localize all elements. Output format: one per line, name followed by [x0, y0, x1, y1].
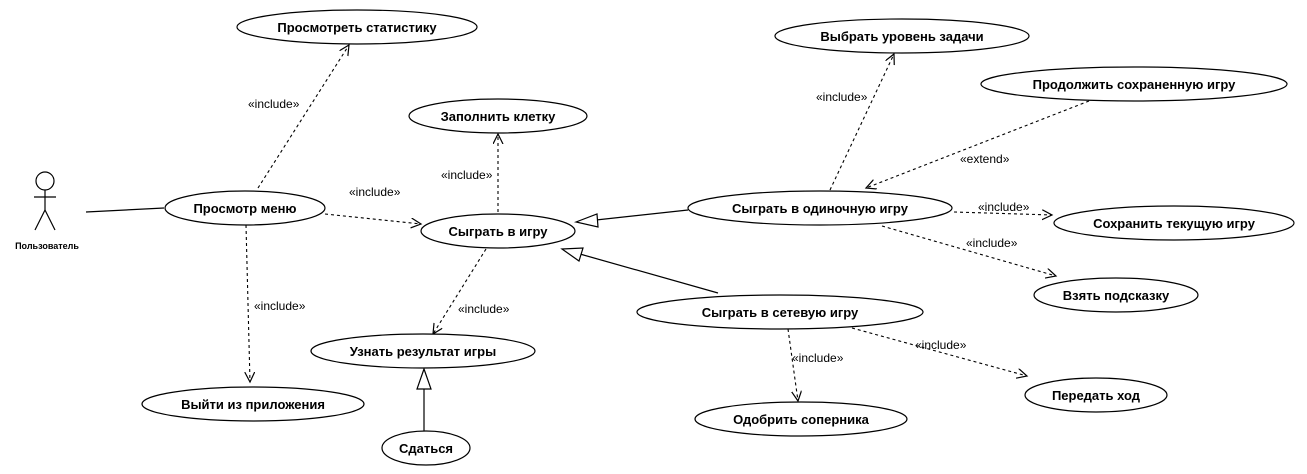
use-case-save[interactable]: Сохранить текущую игру: [1053, 205, 1295, 241]
include-single-level-line: [829, 54, 894, 191]
use-case-surrender-label: Сдаться: [399, 441, 453, 456]
use-case-fill-cell[interactable]: Заполнить клетку: [408, 98, 588, 134]
include-play-result-label: «include»: [458, 302, 510, 316]
include-menu-exit-label: «include»: [254, 299, 306, 313]
use-case-result[interactable]: Узнать результат игры: [310, 333, 536, 369]
actor-right-leg: [44, 209, 56, 231]
use-case-network[interactable]: Сыграть в сетевую игру: [636, 294, 924, 330]
include-network-approve-line: [787, 328, 798, 401]
use-case-menu[interactable]: Просмотр меню: [164, 190, 326, 226]
include-single-level-label: «include»: [816, 90, 868, 104]
use-case-continue[interactable]: Продолжить сохраненную игру: [980, 66, 1288, 102]
actor-user[interactable]: Пользователь: [15, 171, 79, 251]
include-play-fill-label: «include»: [441, 168, 493, 182]
use-case-network-label: Сыграть в сетевую игру: [702, 305, 859, 320]
use-case-surrender[interactable]: Сдаться: [381, 430, 471, 466]
use-case-pass-turn-label: Передать ход: [1052, 388, 1141, 403]
include-menu-play-line: [324, 213, 421, 224]
use-case-level[interactable]: Выбрать уровень задачи: [774, 18, 1030, 54]
generalization-single-play-head: [573, 213, 599, 228]
use-case-approve-label: Одобрить соперника: [733, 412, 869, 427]
use-case-result-label: Узнать результат игры: [350, 344, 496, 359]
use-case-play-label: Сыграть в игру: [448, 224, 548, 239]
include-menu-stats-line: [257, 45, 349, 189]
include-menu-exit-line: [246, 224, 250, 382]
generalization-surrender-result-head: [416, 367, 432, 390]
include-play-result-line: [433, 248, 487, 334]
actor-head: [35, 171, 55, 191]
include-network-pass-label: «include»: [915, 338, 967, 352]
actor-label: Пользователь: [15, 241, 79, 251]
include-network-pass-line: [851, 327, 1027, 376]
include-single-save-line: [953, 212, 1052, 215]
use-case-exit[interactable]: Выйти из приложения: [141, 386, 365, 422]
use-case-approve[interactable]: Одобрить соперника: [694, 401, 908, 437]
generalization-single-play-line: [595, 209, 689, 221]
include-menu-play-label: «include»: [349, 185, 401, 199]
include-menu-stats-label: «include»: [248, 97, 300, 111]
use-case-hint-label: Взять подсказку: [1063, 288, 1170, 303]
use-case-exit-label: Выйти из приложения: [181, 397, 325, 412]
use-case-fill-cell-label: Заполнить клетку: [441, 109, 557, 124]
use-case-play[interactable]: Сыграть в игру: [420, 213, 576, 249]
extend-continue-single-label: «extend»: [960, 152, 1010, 166]
include-network-approve-label: «include»: [792, 351, 844, 365]
use-case-hint[interactable]: Взять подсказку: [1033, 277, 1199, 313]
use-case-stats-label: Просмотреть статистику: [277, 20, 437, 35]
use-case-stats[interactable]: Просмотреть статистику: [236, 9, 478, 45]
use-case-save-label: Сохранить текущую игру: [1093, 216, 1256, 231]
actor-left-leg: [34, 209, 46, 231]
generalization-network-play-head: [560, 247, 584, 262]
use-case-level-label: Выбрать уровень задачи: [820, 29, 983, 44]
generalization-network-play-line: [579, 253, 719, 294]
use-case-single-label: Сыграть в одиночную игру: [732, 201, 909, 216]
use-case-pass-turn[interactable]: Передать ход: [1024, 377, 1168, 413]
extend-continue-single-line: [866, 100, 1090, 188]
association-actor-menu: [85, 207, 165, 213]
include-single-save-label: «include»: [978, 200, 1030, 214]
include-single-hint-label: «include»: [966, 236, 1018, 250]
use-case-single[interactable]: Сыграть в одиночную игру: [687, 190, 953, 226]
include-single-hint-line: [881, 225, 1056, 276]
use-case-continue-label: Продолжить сохраненную игру: [1033, 77, 1237, 92]
use-case-menu-label: Просмотр меню: [193, 201, 296, 216]
